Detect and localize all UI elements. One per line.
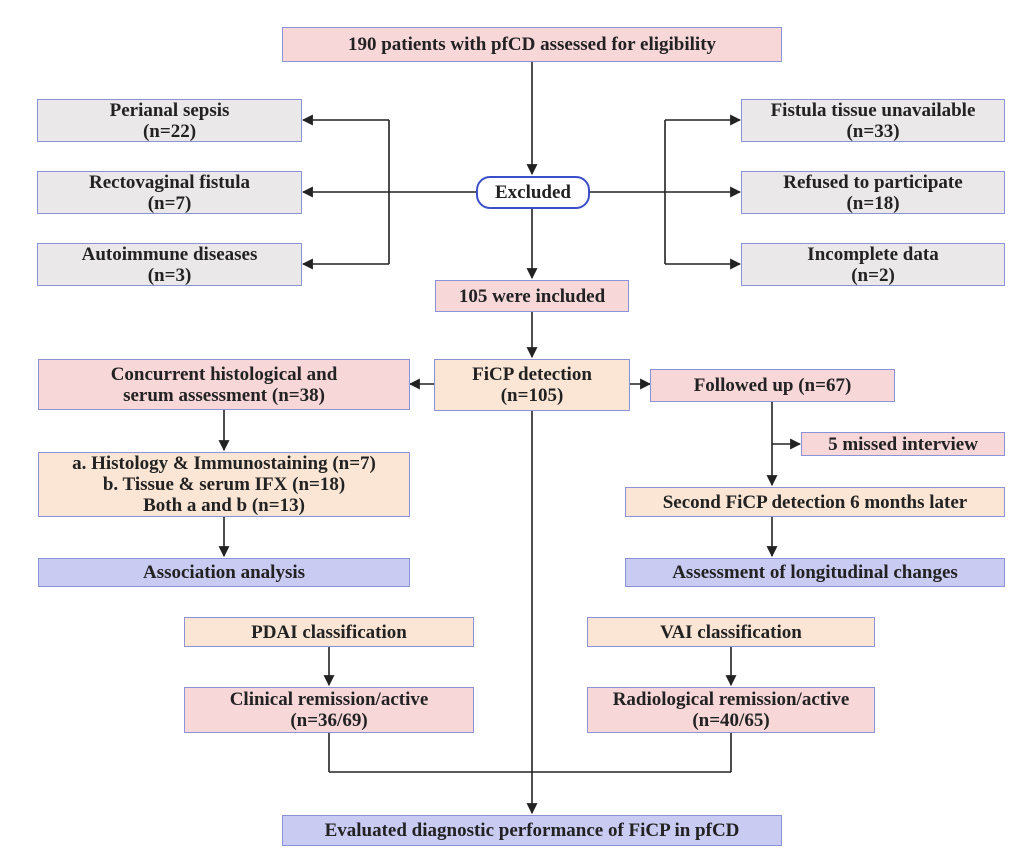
excluded-box: Excluded	[476, 176, 590, 209]
longitudinal-label: Assessment of longitudinal changes	[672, 562, 958, 583]
final-label: Evaluated diagnostic performance of FiCP…	[324, 820, 740, 841]
vai-label: VAI classification	[660, 621, 802, 643]
ficp-label: FiCP detection	[472, 364, 592, 385]
followed-label: Followed up (n=67)	[693, 375, 852, 396]
exclusion-perianal-sepsis: Perianal sepsis (n=22)	[37, 99, 302, 142]
diagnostic-performance-box: Evaluated diagnostic performance of FiCP…	[282, 815, 782, 846]
concurrent-assessment-box: Concurrent histological and serum assess…	[38, 359, 410, 410]
assessed-box: 190 patients with pfCD assessed for elig…	[282, 27, 782, 62]
included-label: 105 were included	[458, 285, 606, 307]
exclusion-refused-to-participate: Refused to participate (n=18)	[741, 171, 1005, 214]
vai-classification-box: VAI classification	[587, 617, 875, 647]
radiological-label: Radiological remission/active	[612, 689, 850, 710]
missed-label: 5 missed interview	[828, 433, 978, 455]
included-box: 105 were included	[435, 280, 629, 312]
ficp-detection-box: FiCP detection (n=105)	[434, 359, 630, 411]
pdai-label: PDAI classification	[251, 621, 407, 643]
assessed-label: 190 patients with pfCD assessed for elig…	[347, 34, 717, 55]
clinical-label: Clinical remission/active	[229, 689, 429, 710]
exclusion-reason: Rectovaginal fistula	[89, 171, 250, 193]
subgroups-box: a. Histology & Immunostaining (n=7) b. T…	[38, 452, 410, 517]
exclusion-reason: Incomplete data	[807, 243, 939, 265]
exclusion-reason: Perianal sepsis	[109, 99, 230, 121]
exclusion-count: (n=33)	[846, 120, 900, 142]
second-detection-box: Second FiCP detection 6 months later	[625, 487, 1005, 517]
radiological-count: (n=40/65)	[692, 710, 770, 731]
concurrent-line2: serum assessment (n=38)	[123, 384, 325, 406]
association-label: Association analysis	[142, 562, 306, 583]
exclusion-count: (n=18)	[846, 192, 900, 214]
longitudinal-box: Assessment of longitudinal changes	[625, 558, 1005, 587]
exclusion-incomplete-data: Incomplete data (n=2)	[741, 243, 1005, 286]
exclusion-reason: Refused to participate	[783, 171, 963, 193]
second-label: Second FiCP detection 6 months later	[662, 491, 968, 513]
clinical-remission-box: Clinical remission/active (n=36/69)	[184, 687, 474, 733]
followed-up-box: Followed up (n=67)	[650, 369, 895, 402]
ficp-count: (n=105)	[500, 385, 564, 406]
exclusion-count: (n=3)	[147, 264, 192, 286]
missed-interview-box: 5 missed interview	[801, 432, 1005, 456]
clinical-count: (n=36/69)	[290, 710, 368, 731]
pdai-classification-box: PDAI classification	[184, 617, 474, 647]
subgroup-both: Both a and b (n=13)	[143, 495, 305, 516]
exclusion-count: (n=2)	[851, 264, 895, 286]
subgroup-a: a. Histology & Immunostaining (n=7)	[72, 453, 376, 474]
radiological-remission-box: Radiological remission/active (n=40/65)	[587, 687, 875, 733]
exclusion-fistula-tissue-unavailable: Fistula tissue unavailable (n=33)	[741, 99, 1005, 142]
exclusion-reason: Autoimmune diseases	[81, 243, 258, 265]
exclusion-count: (n=22)	[142, 120, 197, 142]
exclusion-count: (n=7)	[147, 192, 192, 214]
exclusion-reason: Fistula tissue unavailable	[770, 99, 976, 121]
subgroup-b: b. Tissue & serum IFX (n=18)	[102, 474, 346, 495]
concurrent-line1: Concurrent histological and	[110, 363, 338, 385]
exclusion-autoimmune-diseases: Autoimmune diseases (n=3)	[37, 243, 302, 286]
exclusion-rectovaginal-fistula: Rectovaginal fistula (n=7)	[37, 171, 302, 214]
association-analysis-box: Association analysis	[38, 558, 410, 587]
excluded-label: Excluded	[494, 182, 572, 203]
